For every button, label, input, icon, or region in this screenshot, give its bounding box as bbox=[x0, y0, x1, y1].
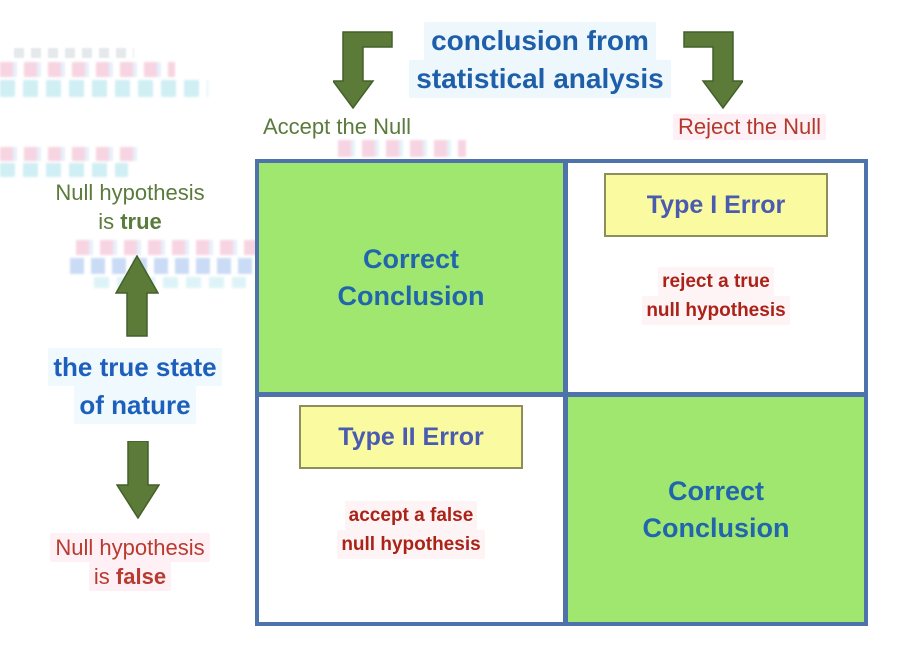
artifact-smudge bbox=[76, 240, 258, 255]
axis-title: the true state of nature bbox=[20, 348, 250, 424]
correct-conclusion-label: Correct Conclusion bbox=[642, 475, 790, 543]
arrow-up-icon bbox=[115, 255, 159, 337]
title-line2: statistical analysis bbox=[409, 60, 671, 98]
null-false-label: Null hypothesis is false bbox=[30, 533, 230, 591]
artifact-smudge bbox=[338, 140, 466, 157]
type2-error-box: Type II Error bbox=[299, 405, 523, 469]
correct-conclusion-label: Correct Conclusion bbox=[337, 243, 485, 311]
type1-error-box: Type I Error bbox=[604, 173, 828, 237]
reject-null-label: Reject the Null bbox=[673, 114, 827, 140]
diagram-title: conclusion from statistical analysis bbox=[350, 22, 730, 98]
elbow-arrow-down-left-icon bbox=[333, 31, 393, 109]
cell-type2-error: Type II Error accept a false null hypoth… bbox=[259, 397, 563, 622]
type2-error-label: Type II Error bbox=[338, 422, 484, 451]
axis-title-line2: of nature bbox=[74, 386, 196, 424]
artifact-smudge bbox=[0, 62, 175, 77]
decision-matrix: Correct Conclusion Type I Error reject a… bbox=[255, 159, 868, 626]
title-line1: conclusion from bbox=[424, 22, 656, 60]
artifact-smudge bbox=[0, 163, 128, 177]
null-true-line1: Null hypothesis bbox=[55, 180, 205, 205]
cell-correct-top-left: Correct Conclusion bbox=[259, 163, 563, 392]
accept-null-label: Accept the Null bbox=[263, 114, 411, 139]
cell-type1-error: Type I Error reject a true null hypothes… bbox=[568, 163, 864, 392]
null-false-line1: Null hypothesis bbox=[30, 533, 230, 562]
type1-error-desc: reject a true null hypothesis bbox=[642, 267, 790, 325]
null-true-line2: is true bbox=[98, 209, 162, 234]
axis-title-line1: the true state bbox=[48, 348, 222, 386]
arrow-down-icon bbox=[116, 441, 160, 519]
type1-error-label: Type I Error bbox=[646, 190, 786, 219]
artifact-smudge bbox=[70, 258, 260, 274]
cell-correct-bottom-right: Correct Conclusion bbox=[568, 397, 864, 622]
type2-error-desc: accept a false null hypothesis bbox=[337, 501, 485, 559]
artifact-smudge bbox=[0, 147, 140, 161]
artifact-smudge bbox=[14, 48, 134, 58]
elbow-arrow-down-right-icon bbox=[683, 31, 743, 109]
null-false-line2: is false bbox=[30, 562, 230, 591]
null-true-label: Null hypothesis is true bbox=[30, 178, 230, 236]
artifact-smudge bbox=[0, 80, 208, 97]
reject-null-text: Reject the Null bbox=[673, 114, 827, 140]
